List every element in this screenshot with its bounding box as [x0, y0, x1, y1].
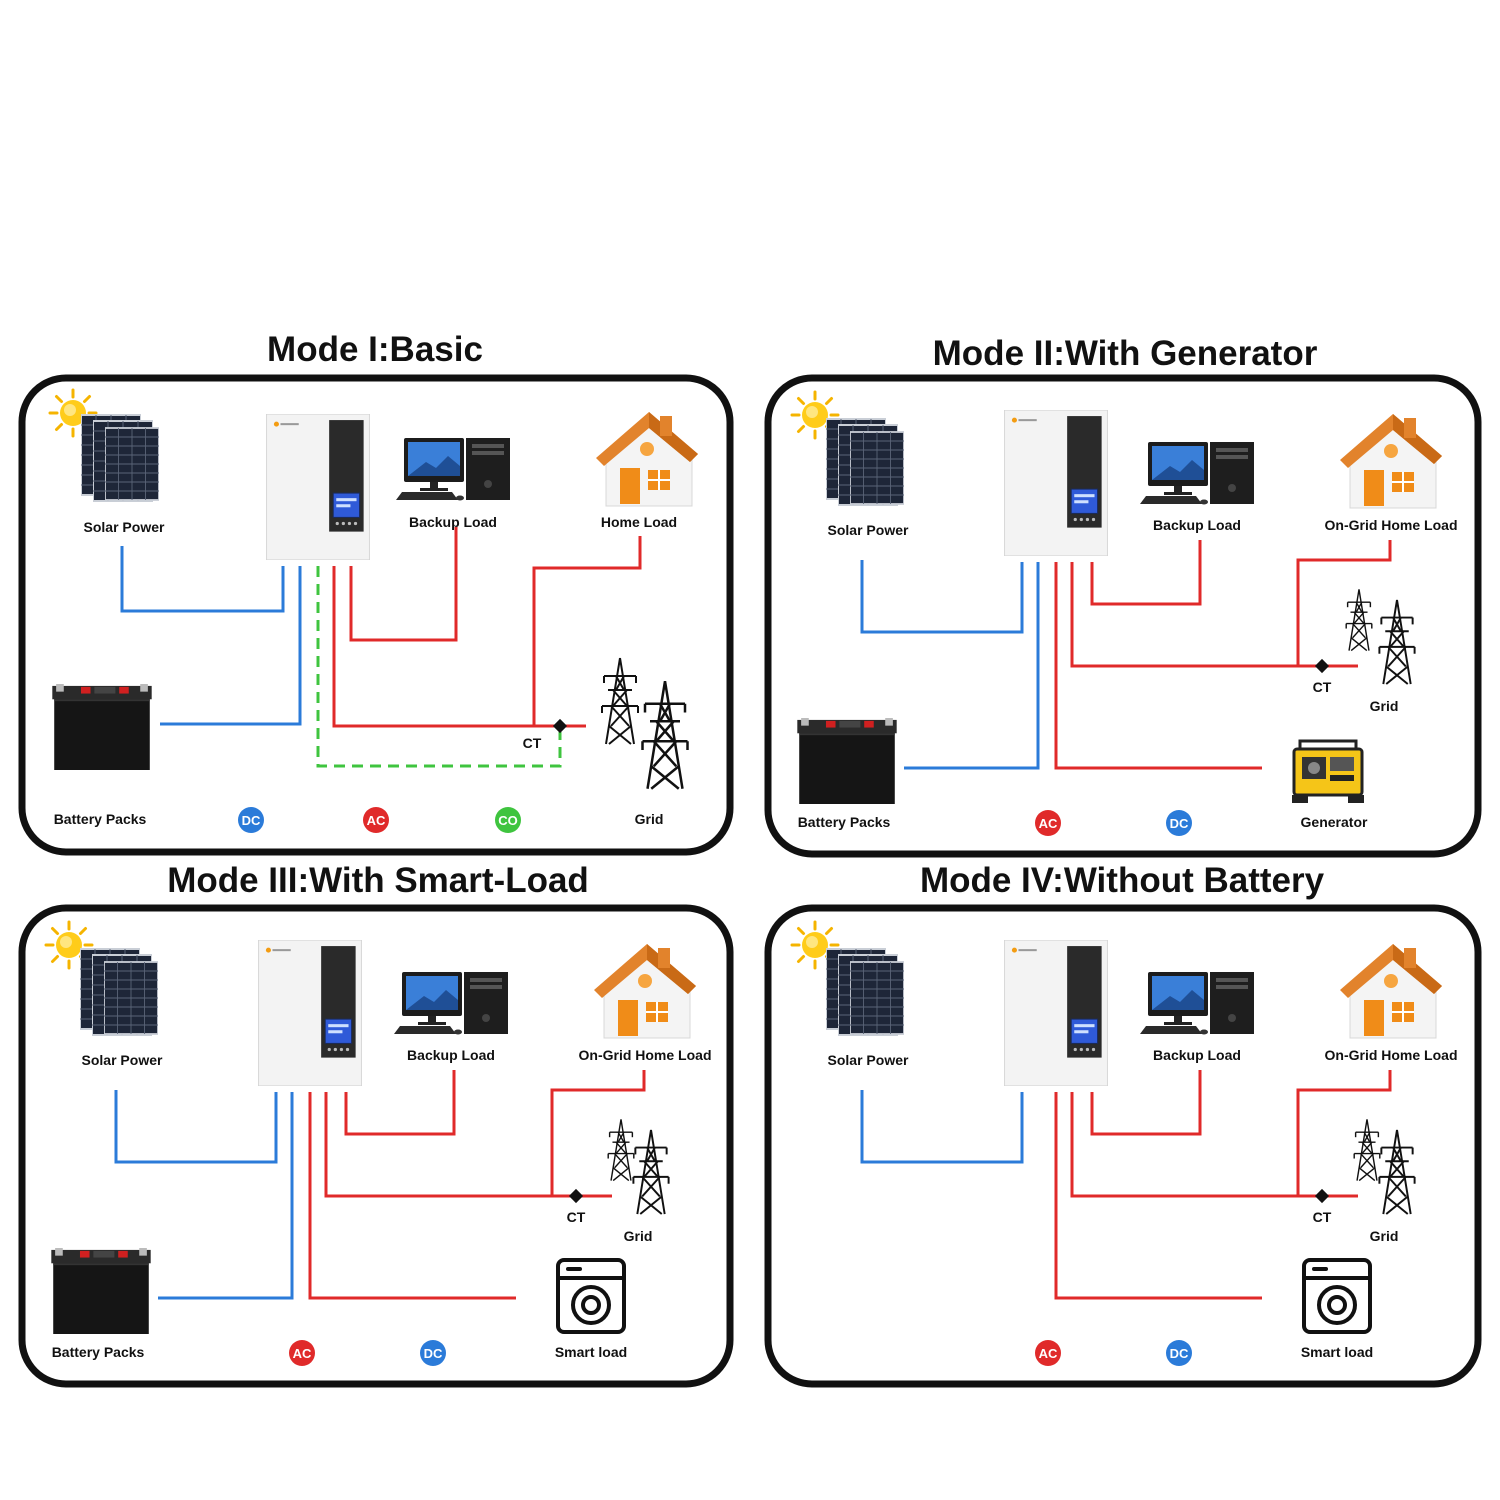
panel-frame: [764, 904, 1482, 1388]
backup-label: Backup Load: [1153, 517, 1241, 533]
backup-label: Backup Load: [407, 1047, 495, 1063]
svg-text:DC: DC: [424, 1346, 443, 1361]
panel-1-diagram: Solar Power Backup Load Home Load Batter…: [18, 374, 734, 856]
battery-icon: [52, 684, 152, 770]
ac-badge: [363, 807, 389, 833]
ac-badge: [1035, 810, 1061, 836]
ac-badge: [289, 1340, 315, 1366]
panel-1-title: Mode I:Basic: [267, 330, 483, 369]
washing-machine-icon: [1302, 1258, 1372, 1334]
grid-label: Grid: [1370, 698, 1399, 714]
home-label: On-Grid Home Load: [1325, 517, 1458, 533]
panel-3-title: Mode III:With Smart-Load: [167, 861, 589, 900]
washing-machine-icon: [556, 1258, 626, 1334]
dc-badge: [1166, 1340, 1192, 1366]
svg-text:CO: CO: [498, 813, 518, 828]
inverter-icon: [258, 940, 362, 1086]
svg-text:DC: DC: [1170, 1346, 1189, 1361]
panel-frame: [18, 904, 734, 1388]
generator-label: Generator: [1301, 814, 1368, 830]
panel-3-diagram: Solar Power Backup Load On-Grid Home Loa…: [18, 904, 734, 1388]
home-label: On-Grid Home Load: [579, 1047, 712, 1063]
panel-frame: [764, 374, 1482, 858]
smart-load-label: Smart load: [1301, 1344, 1373, 1360]
panel-frame: [18, 374, 734, 856]
ct-label: CT: [1313, 679, 1332, 695]
ct-label: CT: [523, 735, 542, 751]
dc-badge: [1166, 810, 1192, 836]
solar-label: Solar Power: [828, 522, 909, 538]
home-label: On-Grid Home Load: [1325, 1047, 1458, 1063]
inverter-icon: [1004, 410, 1108, 556]
battery-label: Battery Packs: [798, 814, 891, 830]
dc-badge: [238, 807, 264, 833]
inverter-icon: [266, 414, 370, 560]
backup-label: Backup Load: [409, 514, 497, 530]
panel-2-title: Mode II:With Generator: [932, 334, 1318, 373]
svg-text:AC: AC: [293, 1346, 312, 1361]
battery-icon: [797, 718, 897, 804]
panel-2-diagram: Solar Power Backup Load On-Grid Home Loa…: [764, 374, 1482, 858]
backup-label: Backup Load: [1153, 1047, 1241, 1063]
panel-4-diagram: Solar Power Backup Load On-Grid Home Loa…: [764, 904, 1482, 1388]
ct-label: CT: [1313, 1209, 1332, 1225]
ct-label: CT: [567, 1209, 586, 1225]
grid-label: Grid: [635, 811, 664, 827]
generator-icon: [1290, 739, 1366, 805]
smart-load-label: Smart load: [555, 1344, 627, 1360]
battery-label: Battery Packs: [52, 1344, 145, 1360]
svg-text:AC: AC: [1039, 1346, 1058, 1361]
battery-icon: [51, 1248, 151, 1334]
grid-label: Grid: [1370, 1228, 1399, 1244]
panel-4-title: Mode IV:Without Battery: [919, 861, 1325, 900]
svg-text:DC: DC: [1170, 816, 1189, 831]
solar-label: Solar Power: [84, 519, 165, 535]
dc-badge: [420, 1340, 446, 1366]
co-badge: [495, 807, 521, 833]
grid-label: Grid: [624, 1228, 653, 1244]
svg-text:AC: AC: [367, 813, 386, 828]
battery-label: Battery Packs: [54, 811, 147, 827]
home-label: Home Load: [601, 514, 677, 530]
ac-badge: [1035, 1340, 1061, 1366]
svg-text:DC: DC: [242, 813, 261, 828]
solar-label: Solar Power: [82, 1052, 163, 1068]
solar-label: Solar Power: [828, 1052, 909, 1068]
inverter-icon: [1004, 940, 1108, 1086]
svg-text:AC: AC: [1039, 816, 1058, 831]
